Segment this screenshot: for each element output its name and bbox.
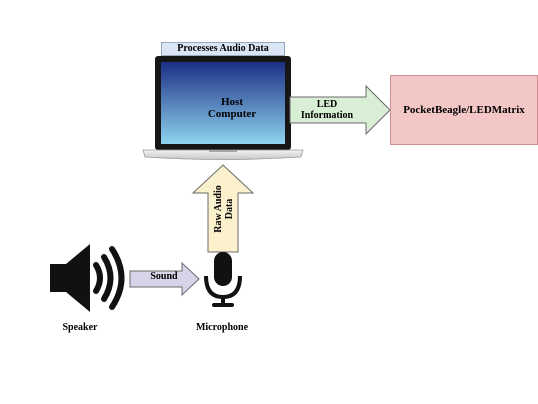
led-label-line2: Information: [300, 110, 354, 121]
speaker-label: Speaker: [62, 322, 98, 333]
speaker-icon: [50, 244, 125, 312]
host-label-line2: Computer: [207, 108, 257, 120]
raw-label-line2: Data: [224, 198, 235, 220]
host-computer-label: Host Computer: [184, 96, 280, 120]
sound-arrow: [129, 261, 200, 297]
led-information-label: LED Information: [296, 99, 358, 121]
processes-audio-data-label: Processes Audio Data: [161, 42, 285, 56]
pocketbeagle-ledmatrix-box: PocketBeagle/LEDMatrix: [390, 75, 538, 145]
laptop-icon: [142, 56, 304, 160]
raw-audio-data-label: Raw Audio Data: [213, 183, 235, 235]
microphone-label: Microphone: [195, 322, 249, 333]
led-information-arrow: [289, 84, 391, 136]
led-label-line1: LED: [316, 99, 338, 110]
raw-label-line1: Raw Audio: [213, 185, 224, 233]
host-label-line1: Host: [221, 96, 243, 108]
pocketbeagle-ledmatrix-label: PocketBeagle/LEDMatrix: [403, 103, 525, 116]
microphone-icon: [204, 252, 242, 307]
sound-label: Sound: [150, 271, 178, 282]
